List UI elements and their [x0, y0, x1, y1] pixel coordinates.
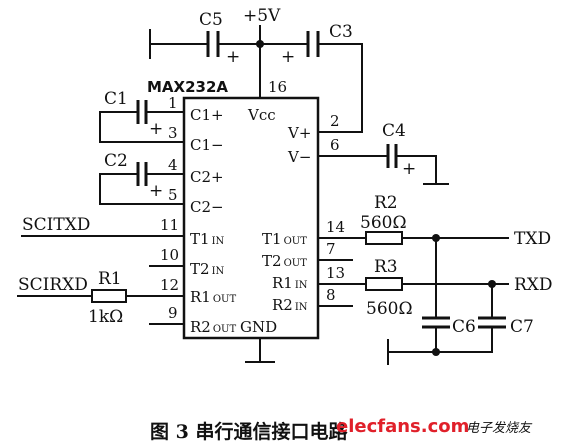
vcc-label: Vcc — [247, 106, 276, 124]
pin-c2p-label: C2+ — [190, 168, 224, 186]
capacitor-c2: C2 + — [99, 151, 185, 205]
figure-caption: 图 3 串行通信接口电路 — [150, 420, 348, 443]
c5-label: C5 — [199, 10, 223, 30]
rxd-label: RXD — [514, 275, 553, 295]
scitxd-label: SCITXD — [22, 215, 90, 235]
r1-value: 1kΩ — [88, 307, 123, 327]
r2-label: R2 — [374, 193, 398, 213]
watermark-tag: 电子发烧友 — [466, 421, 533, 436]
junction-dot — [432, 348, 440, 356]
rxd-net: R3 560Ω RXD — [317, 257, 553, 319]
r3-value: 560Ω — [366, 299, 413, 319]
resistor-r2 — [365, 231, 403, 245]
pin-4-number: 4 — [168, 156, 178, 174]
scirxd-label: SCIRXD — [18, 275, 88, 295]
gnd-label: GND — [240, 318, 277, 336]
r3-label: R3 — [374, 257, 398, 277]
pin-vminus-label: V− — [287, 148, 311, 166]
c1-plus: + — [149, 119, 163, 139]
c1-label: C1 — [104, 89, 128, 109]
supply-label: +5V — [243, 6, 281, 26]
r2-value: 560Ω — [360, 213, 407, 233]
c2-label: C2 — [104, 151, 128, 171]
pin-1-number: 1 — [168, 94, 178, 112]
r1-label: R1 — [98, 269, 122, 289]
c6-label: C6 — [452, 317, 476, 337]
pin-9-number: 9 — [168, 304, 178, 322]
pin-c1n-label: C1− — [190, 136, 224, 154]
pin-3-number: 3 — [168, 124, 178, 142]
pin-11-number: 11 — [160, 216, 179, 234]
pin-7-number: 7 — [326, 240, 336, 258]
pin-vplus-label: V+ — [287, 124, 311, 142]
resistor-r3 — [365, 277, 403, 291]
c2-plus: + — [149, 181, 163, 201]
c7-label: C7 — [510, 317, 534, 337]
c3-plus: + — [281, 47, 295, 67]
pin-12-number: 12 — [160, 276, 179, 294]
pin-5-number: 5 — [168, 186, 178, 204]
scirxd-net: SCIRXD R1 1kΩ — [17, 269, 185, 327]
pin-10-number: 10 — [160, 246, 179, 264]
pin-c2n-label: C2− — [190, 198, 224, 216]
c5-plus: + — [226, 47, 240, 67]
watermark-site: elecfans.com — [336, 416, 469, 437]
vcc-pin-number: 16 — [268, 78, 287, 96]
txd-label: TXD — [514, 229, 551, 249]
scitxd-net: SCITXD — [21, 215, 185, 237]
capacitor-c1: C1 + — [99, 89, 185, 143]
resistor-r1 — [91, 289, 127, 303]
c4-label: C4 — [382, 121, 406, 141]
txd-net: R2 560Ω TXD — [317, 193, 551, 249]
capacitor-c4: C4 + — [317, 121, 449, 185]
chip-name: MAX232A — [147, 78, 228, 96]
pin-2-number: 2 — [330, 112, 340, 130]
pin-14-number: 14 — [326, 218, 345, 236]
pin-c1p-label: C1+ — [190, 106, 224, 124]
pin-8-number: 8 — [326, 286, 336, 304]
pin-13-number: 13 — [326, 264, 345, 282]
max232-chip: MAX232A 16 Vcc GND — [147, 78, 320, 363]
supply-rail: +5V C5 + C3 + — [149, 6, 363, 133]
c3-label: C3 — [329, 22, 353, 42]
c4-plus: + — [402, 159, 416, 179]
capacitors-c6-c7: C6 C7 — [387, 237, 534, 365]
pin-6-number: 6 — [330, 136, 340, 154]
